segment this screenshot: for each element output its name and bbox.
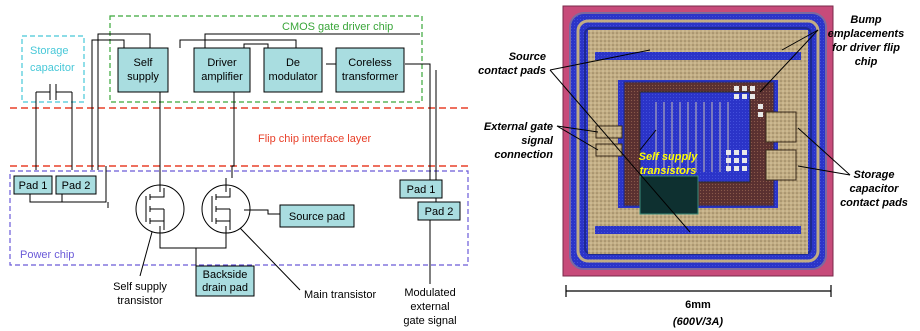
coreless-line1: Coreless bbox=[348, 57, 392, 69]
source-contact-pads-label-1: Source bbox=[509, 51, 546, 63]
bump-label-3: for driver flip bbox=[832, 42, 900, 54]
source-pad: Source pad bbox=[280, 205, 354, 227]
main-transistor-symbol bbox=[202, 185, 250, 233]
storage-pad-2 bbox=[766, 150, 796, 180]
demod-line1: De bbox=[286, 57, 300, 69]
power-chip-label: Power chip bbox=[20, 249, 74, 261]
scale-bar bbox=[566, 285, 831, 297]
self-supply-transistor-label-1: Self supply bbox=[113, 281, 167, 293]
storage-contact-pads-label-2: capacitor bbox=[850, 183, 900, 195]
block-driver-amplifier: Driver amplifier bbox=[194, 48, 250, 92]
block-self-supply: Self supply bbox=[118, 48, 168, 92]
self-supply-line2: supply bbox=[127, 71, 159, 83]
block-coreless-transformer: Coreless transformer bbox=[336, 48, 404, 92]
svg-text:Pad 1: Pad 1 bbox=[19, 180, 48, 192]
bump-label-1: Bump bbox=[850, 14, 881, 26]
annotation-leaders bbox=[140, 228, 430, 290]
svg-text:Source pad: Source pad bbox=[289, 211, 345, 223]
external-gate-label-3: connection bbox=[494, 149, 553, 161]
capacitor-symbol bbox=[36, 84, 72, 100]
modulated-signal-label-3: gate signal bbox=[403, 315, 456, 327]
driver-line2: amplifier bbox=[201, 71, 243, 83]
external-gate-label-2: signal bbox=[521, 135, 554, 147]
storage-label-line1: Storage bbox=[30, 45, 69, 57]
chip-photo: Self supply transistors Source contact p… bbox=[478, 6, 908, 328]
coreless-line2: transformer bbox=[342, 71, 399, 83]
source-pad-right bbox=[778, 80, 808, 208]
schematic: Storage capacitor CMOS gate driver chip … bbox=[10, 16, 470, 327]
external-gate-label-1: External gate bbox=[484, 121, 553, 133]
self-supply-transistors-label-1: Self supply bbox=[639, 151, 699, 163]
self-supply-transistors-label-2: transistors bbox=[640, 165, 697, 177]
main-transistor-label: Main transistor bbox=[304, 289, 376, 301]
bump-label-4: chip bbox=[855, 56, 878, 68]
svg-text:Pad 2: Pad 2 bbox=[62, 180, 91, 192]
svg-text:Pad 1: Pad 1 bbox=[407, 184, 436, 196]
storage-pad-1 bbox=[766, 112, 796, 142]
driver-line1: Driver bbox=[207, 57, 237, 69]
cmos-chip-label: CMOS gate driver chip bbox=[282, 21, 393, 33]
storage-label-line2: capacitor bbox=[30, 62, 75, 74]
backside-drain-pad: Backside drain pad bbox=[196, 266, 254, 296]
demod-line2: modulator bbox=[269, 71, 318, 83]
scale-label: 6mm bbox=[685, 299, 711, 311]
self-supply-line1: Self bbox=[134, 57, 154, 69]
self-supply-transistor-symbol bbox=[136, 185, 184, 233]
modulated-signal-label-1: Modulated bbox=[404, 287, 455, 299]
drain-line1: Backside bbox=[203, 269, 248, 281]
drain-line2: drain pad bbox=[202, 282, 248, 294]
self-supply-transistor-label-2: transistor bbox=[117, 295, 163, 307]
svg-text:Pad 2: Pad 2 bbox=[425, 206, 454, 218]
pad2-left: Pad 2 bbox=[56, 176, 96, 194]
flip-chip-label: Flip chip interface layer bbox=[258, 133, 371, 145]
modulated-signal-label-2: external bbox=[410, 301, 449, 313]
pad1-left: Pad 1 bbox=[14, 176, 52, 194]
rating-label: (600V/3A) bbox=[673, 316, 723, 328]
storage-contact-pads-label-3: contact pads bbox=[840, 197, 908, 209]
bump-label-2: emplacements bbox=[828, 28, 904, 40]
storage-contact-pads-label-1: Storage bbox=[854, 169, 895, 181]
pad2-right: Pad 2 bbox=[418, 202, 460, 220]
source-contact-pads-label-2: contact pads bbox=[478, 65, 546, 77]
block-demodulator: De modulator bbox=[264, 48, 322, 92]
pad1-right: Pad 1 bbox=[400, 180, 442, 198]
gate-pad-2 bbox=[596, 144, 622, 156]
